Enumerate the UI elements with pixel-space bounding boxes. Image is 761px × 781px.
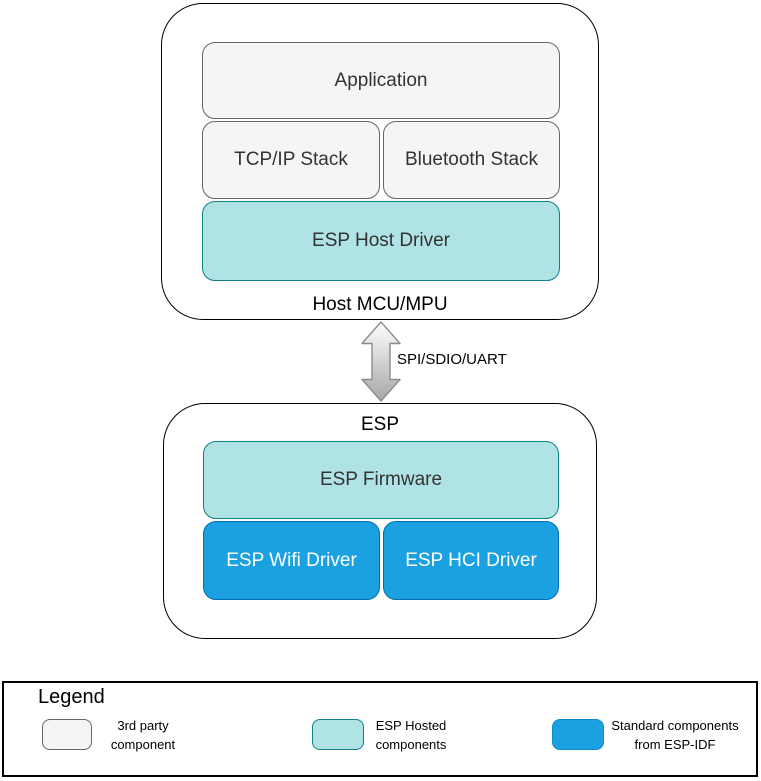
legend-swatch-3rd-party (42, 719, 92, 750)
legend-label-3rd-party: 3rd party component (110, 717, 176, 753)
legend-title: Legend (38, 686, 105, 708)
legend-panel: Legend 3rd party component ESP Hosted co… (2, 681, 758, 777)
esp-firmware-box: ESP Firmware (203, 441, 559, 519)
legend-swatch-esp-hosted (312, 719, 364, 750)
legend-label-esp-hosted: ESP Hosted components (375, 717, 447, 753)
host-container-label: Host MCU/MPU (312, 294, 448, 315)
bidirectional-arrow-icon (361, 321, 401, 402)
esp-container-label: ESP (360, 414, 400, 435)
transport-link-label: SPI/SDIO/UART (397, 351, 507, 368)
esp-host-driver-box: ESP Host Driver (202, 201, 560, 281)
legend-label-esp-idf: Standard components from ESP-IDF (611, 717, 739, 753)
bluetooth-stack-box: Bluetooth Stack (383, 121, 560, 199)
legend-swatch-esp-idf (552, 719, 604, 750)
esp-container: ESP ESP Firmware ESP Wifi Driver ESP HCI… (163, 403, 597, 639)
tcpip-stack-box: TCP/IP Stack (202, 121, 380, 199)
host-mcu-container: Application TCP/IP Stack Bluetooth Stack… (161, 3, 599, 320)
esp-wifi-driver-box: ESP Wifi Driver (203, 521, 380, 600)
application-box: Application (202, 42, 560, 119)
esp-hci-driver-box: ESP HCI Driver (383, 521, 559, 600)
